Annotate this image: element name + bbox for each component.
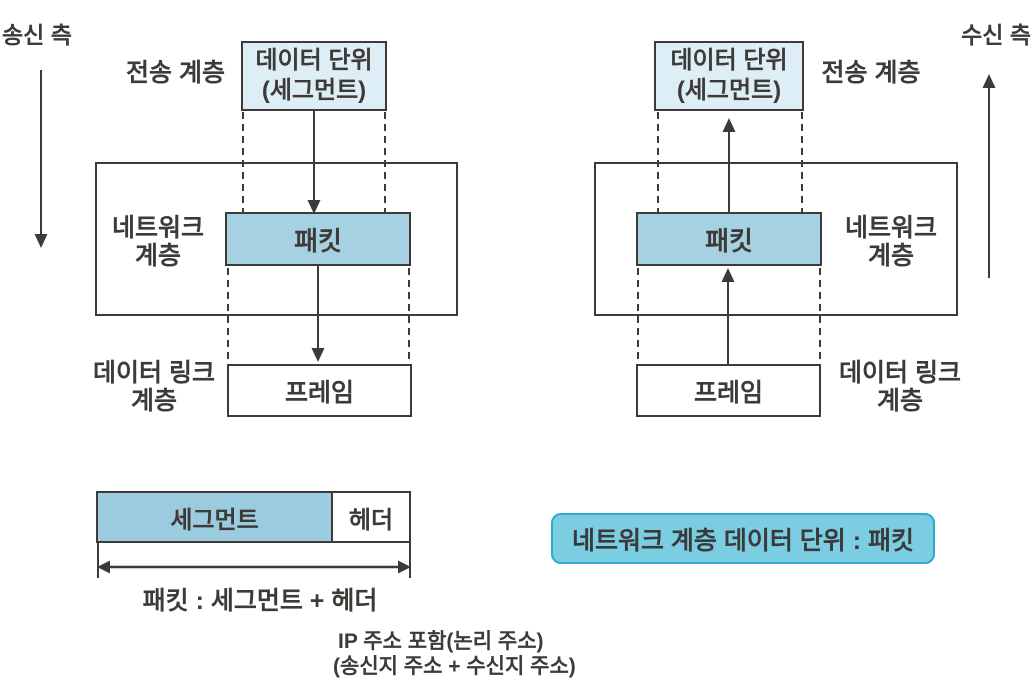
network-layer-line2: 계층: [134, 242, 181, 270]
left-transport-layer-label: 전송 계층: [126, 59, 225, 87]
right-frame-box: 프레임: [636, 364, 821, 417]
data-link-line2: 계층: [130, 387, 177, 415]
bar-segment-cell: 세그먼트: [98, 493, 333, 541]
bar-header-cell: 헤더: [333, 493, 409, 541]
data-link-line1: 데이터 링크: [839, 359, 961, 387]
data-unit-line2: (세그먼트): [676, 77, 782, 104]
sender-side-label: 송신 측: [2, 22, 72, 48]
sender-down-arrow-icon: [34, 70, 48, 248]
left-network-layer-label: 네트워크 계층: [98, 213, 218, 271]
bar-segment-label: 세그먼트: [170, 506, 259, 534]
left-frame-box: 프레임: [227, 364, 412, 417]
left-data-unit-segment-box: 데이터 단위 (세그먼트): [241, 41, 387, 111]
data-link-line2: 계층: [876, 387, 923, 415]
network-layer-line1: 네트워크: [111, 214, 204, 242]
right-network-layer-label: 네트워크 계층: [830, 213, 952, 271]
frame-label: 프레임: [693, 378, 763, 407]
data-link-line1: 데이터 링크: [93, 359, 215, 387]
receiver-up-arrow-icon: [982, 74, 996, 278]
data-unit-line2: (세그먼트): [261, 77, 367, 104]
footnote-line1: IP 주소 포함(논리 주소): [338, 630, 544, 653]
left-network-layer-box: [95, 162, 458, 316]
ip-address-footnote: IP 주소 포함(논리 주소) (송신지 주소 + 수신지 주소): [333, 629, 576, 679]
packet-composition-bar: 세그먼트 헤더: [96, 491, 411, 543]
network-layer-line2: 계층: [867, 242, 914, 270]
right-data-unit-segment-box: 데이터 단위 (세그먼트): [654, 41, 804, 111]
right-transport-layer-label: 전송 계층: [821, 59, 921, 87]
packet-composition-caption: 패킷 : 세그먼트 + 헤더: [142, 587, 378, 615]
footnote-line2: (송신지 주소 + 수신지 주소): [333, 655, 576, 678]
packet-label: 패킷: [294, 225, 342, 256]
network-layer-data-unit-callout: 네트워크 계층 데이터 단위 : 패킷: [551, 513, 935, 564]
left-data-link-layer-label: 데이터 링크 계층: [88, 358, 220, 416]
packet-width-measure-arrow-icon: [97, 543, 411, 578]
right-network-layer-box: [594, 162, 958, 316]
right-data-link-layer-label: 데이터 링크 계층: [834, 358, 966, 416]
receiver-side-label: 수신 측: [961, 22, 1031, 48]
bar-header-label: 헤더: [348, 506, 394, 534]
data-unit-line1: 데이터 단위: [255, 47, 373, 74]
right-packet-box: 패킷: [636, 212, 822, 266]
packet-label: 패킷: [705, 225, 753, 256]
frame-label: 프레임: [284, 378, 354, 407]
network-layer-line1: 네트워크: [844, 214, 937, 242]
data-unit-line1: 데이터 단위: [670, 47, 788, 74]
left-packet-box: 패킷: [225, 212, 411, 266]
